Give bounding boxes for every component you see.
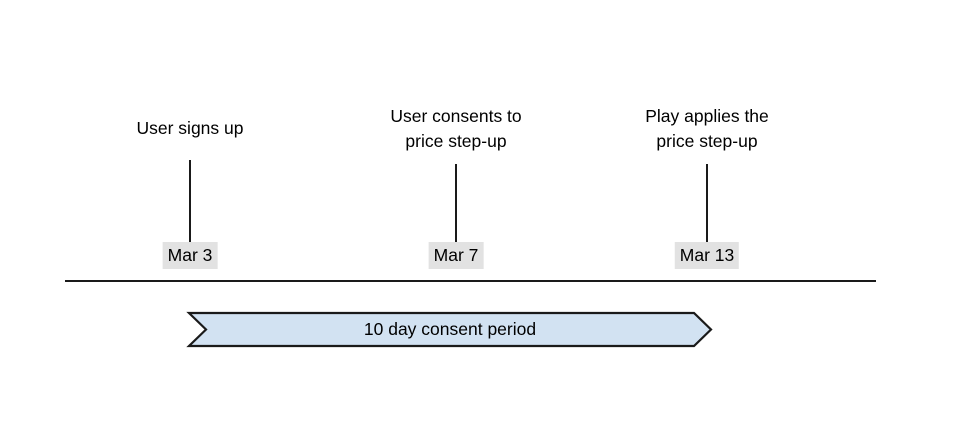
chevron-arrow-icon	[186, 311, 713, 348]
event-label-line-1: User signs up	[136, 118, 244, 138]
event-date-badge-mar-13: Mar 13	[674, 242, 740, 269]
event-label-line-1: User consents to	[390, 106, 522, 126]
event-label-line-1: Play applies the	[645, 106, 769, 126]
consent-period-banner: 10 day consent period	[186, 311, 713, 348]
event-date-badge-mar-7: Mar 7	[428, 242, 484, 269]
event-tick-play-applies-step-up	[706, 164, 708, 244]
event-label-line-2: price step-up	[656, 131, 758, 151]
event-tick-user-consents	[455, 164, 457, 244]
event-label-line-2: price step-up	[405, 131, 507, 151]
event-label-user-signs-up: User signs up	[137, 116, 244, 141]
event-label-user-consents: User consents to price step-up	[390, 104, 521, 154]
event-tick-user-signs-up	[189, 160, 191, 244]
event-label-play-applies-step-up: Play applies the price step-up	[645, 104, 769, 154]
timeline-axis-line	[65, 280, 876, 282]
event-date-badge-mar-3: Mar 3	[162, 242, 218, 269]
